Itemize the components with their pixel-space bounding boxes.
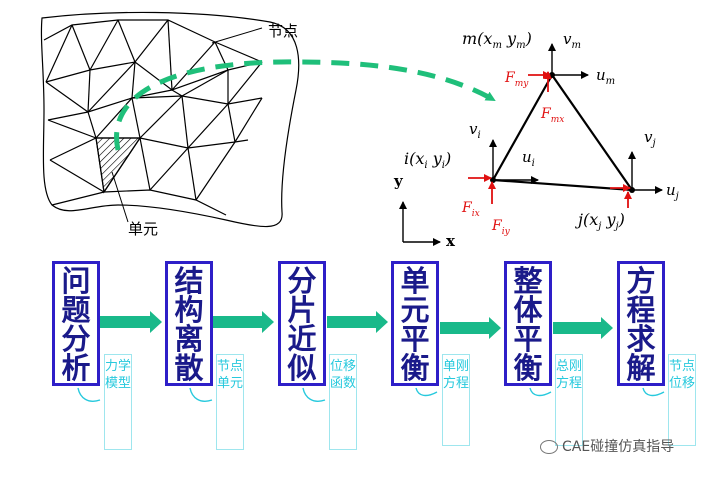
sub-node-element: 节点单元 <box>216 354 244 450</box>
step-structure-discretization: 结构离散 <box>165 261 213 386</box>
watermark-text: CAE碰撞仿真指导 <box>562 439 675 455</box>
sub-node-displacement: 节点位移 <box>668 354 696 446</box>
y-axis-label: y <box>393 172 404 190</box>
flow-arrow-5 <box>553 317 613 339</box>
fix-label: Fix <box>461 200 480 219</box>
flow-arrow-3 <box>327 311 388 333</box>
node-leader-line <box>211 27 263 44</box>
flow-arrow-1 <box>100 311 162 333</box>
flow-arrow-4 <box>440 317 501 339</box>
element-leader-line <box>111 171 129 223</box>
vj-label: vj <box>644 128 656 149</box>
ui-label: ui <box>522 148 535 169</box>
mesh-outline <box>40 11 300 228</box>
step-problem-analysis: 问题分析 <box>52 261 100 386</box>
step-equation-solving: 方程求解 <box>617 261 665 386</box>
vi-label: vi <box>469 120 481 141</box>
step-piecewise-approximation: 分片近似 <box>278 261 326 386</box>
mesh-domain <box>40 11 300 228</box>
coordinate-axes: y x <box>393 172 456 250</box>
sub-element-stiffness-eq: 单刚方程 <box>442 354 470 446</box>
step-element-equilibrium: 单元平衡 <box>391 261 439 386</box>
triangle-edges <box>491 72 635 192</box>
fmx-label: Fmx <box>540 106 564 125</box>
sub-global-stiffness-eq: 总刚方程 <box>555 354 583 446</box>
fmy-label: Fmy <box>504 70 529 89</box>
vm-label: vm <box>563 30 581 51</box>
node-m-label: m(xm ym) <box>462 29 532 51</box>
flow-arrows <box>100 311 613 339</box>
node-j-label: j(xj yj) <box>575 210 625 232</box>
flow-arrow-2 <box>213 311 274 333</box>
uj-label: uj <box>666 181 679 202</box>
x-axis-label: x <box>446 232 456 250</box>
triangle-element: m(xm ym) i(xi yi) j(xj yj) vm um Fmy Fmx… <box>404 29 679 237</box>
sub-mechanics-model: 力学模型 <box>104 354 132 450</box>
watermark: CAE碰撞仿真指导 <box>540 436 674 456</box>
mesh-to-element-arrow <box>114 59 496 151</box>
mesh-lines <box>43 19 263 216</box>
sub-displacement-function: 位移函数 <box>329 354 357 450</box>
node-i-label: i(xi yi) <box>404 149 451 171</box>
wechat-icon <box>540 440 558 454</box>
node-label: 节点 <box>268 22 298 40</box>
element-label: 单元 <box>128 220 158 238</box>
um-label: um <box>596 66 615 87</box>
fiy-label: Fiy <box>491 218 511 237</box>
step-global-equilibrium: 整体平衡 <box>504 261 552 386</box>
sub-connectors <box>77 387 665 402</box>
